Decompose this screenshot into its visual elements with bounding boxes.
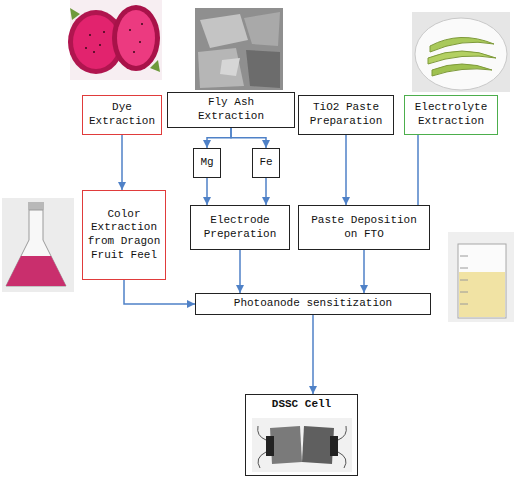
- element-box: Fe: [252, 148, 280, 178]
- box-label: Electrolyte Extraction: [409, 101, 493, 129]
- process-box: Dye Extraction: [82, 95, 162, 135]
- process-box: Electrolyte Extraction: [404, 95, 498, 135]
- box-label: DSSC Cell: [272, 398, 331, 412]
- result-box: DSSC Cell: [245, 394, 358, 476]
- process-box: Paste Deposition on FTO: [298, 205, 430, 250]
- dye-flask-photo: [2, 198, 74, 292]
- fly-ash-photo: [195, 8, 283, 90]
- flow-arrow: [207, 128, 231, 149]
- element-box: Mg: [193, 148, 221, 178]
- process-box: Electrode Preperation: [190, 205, 290, 250]
- flow-arrow: [363, 250, 365, 293]
- flow-arrow: [121, 135, 123, 190]
- box-label: TiO2 Paste Preparation: [303, 101, 389, 129]
- box-label: Fe: [259, 156, 272, 170]
- process-box: Fly Ash Extraction: [167, 92, 295, 128]
- box-label: Color Extraction from Dragon Fruit Feel: [87, 208, 161, 263]
- flow-arrow: [124, 280, 195, 304]
- process-box: Color Extraction from Dragon Fruit Feel: [82, 190, 166, 280]
- flow-arrow: [239, 250, 241, 293]
- flow-arrow: [231, 128, 266, 149]
- banana-photo: [412, 12, 510, 92]
- dragon-fruit-photo: [68, 0, 162, 80]
- box-label: Photoanode sensitization: [234, 297, 392, 311]
- box-label: Paste Deposition on FTO: [303, 214, 425, 242]
- process-box: Photoanode sensitization: [195, 293, 431, 315]
- flow-arrow: [206, 178, 208, 205]
- flow-arrow: [345, 135, 347, 205]
- process-box: TiO2 Paste Preparation: [298, 95, 394, 135]
- flow-arrow: [265, 178, 267, 205]
- box-label: Mg: [200, 156, 213, 170]
- flow-arrow: [312, 315, 314, 394]
- dssc-cell-photo: [252, 418, 352, 472]
- box-label: Electrode Preperation: [195, 214, 285, 242]
- electrolyte-beaker-photo: [448, 232, 514, 322]
- box-label: Dye Extraction: [87, 101, 157, 129]
- box-label: Fly Ash Extraction: [172, 96, 290, 124]
